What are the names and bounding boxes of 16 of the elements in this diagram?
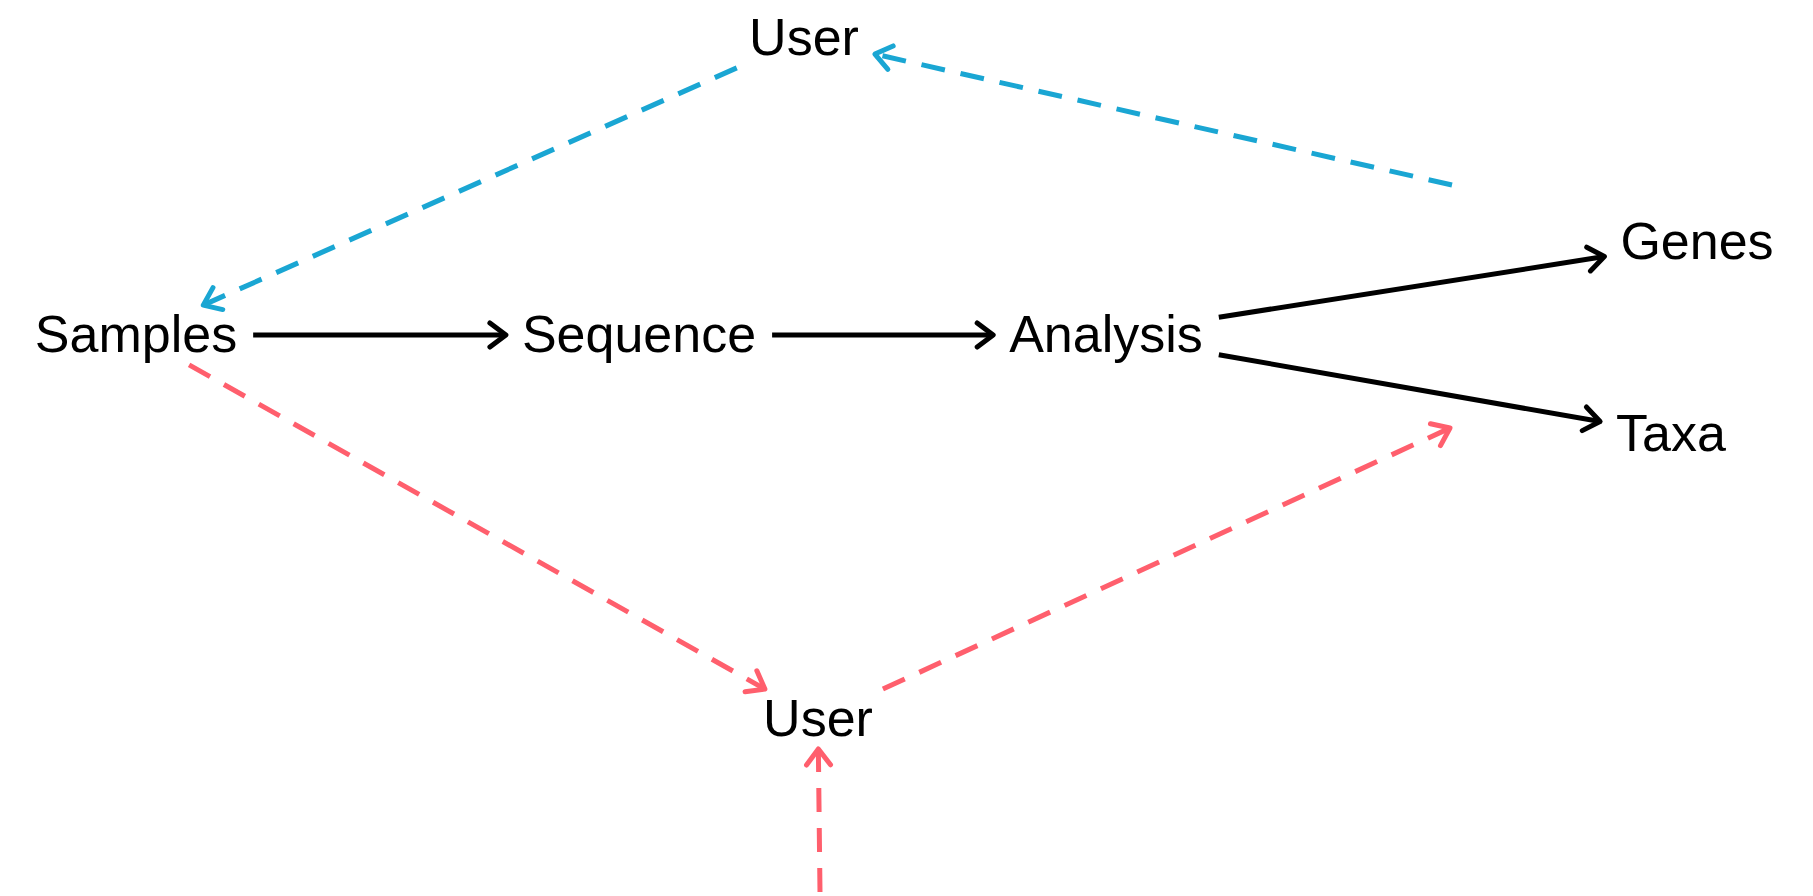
arrow — [253, 320, 509, 350]
dashed-arrow — [872, 43, 1453, 188]
node-label: Samples — [18, 305, 254, 365]
node-label: Sequence — [505, 305, 773, 365]
node-label: Analysis — [993, 305, 1219, 365]
arrow — [1218, 352, 1603, 434]
node-label: Genes — [1604, 212, 1790, 272]
node-label: User — [733, 8, 875, 68]
node-label: User — [747, 689, 889, 749]
arrow — [1218, 244, 1607, 320]
arrow — [772, 320, 996, 350]
dashed-arrow — [881, 421, 1453, 692]
dashed-arrow — [200, 65, 738, 313]
node-label: Taxa — [1600, 404, 1742, 464]
dashed-arrow — [187, 362, 768, 695]
dashed-arrow — [804, 746, 834, 893]
